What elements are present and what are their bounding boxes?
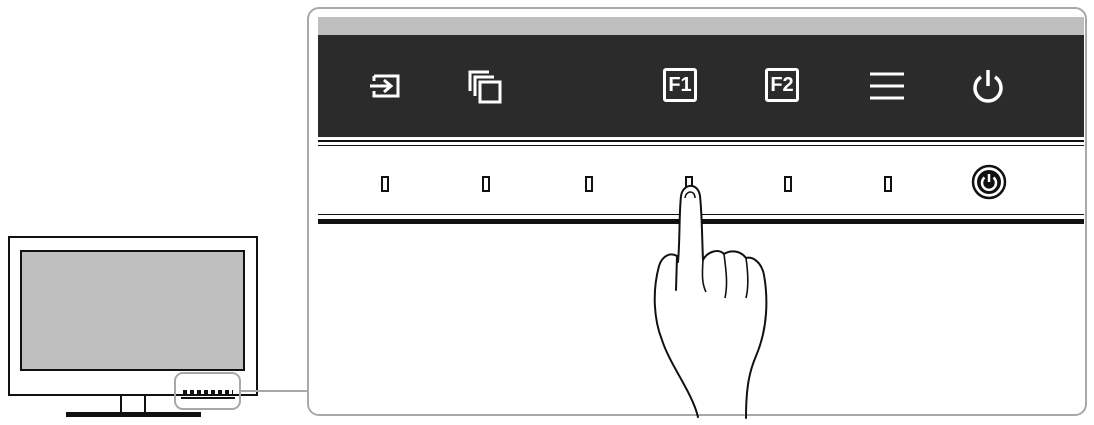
- touch-button-indicator[interactable]: [482, 176, 490, 192]
- bezel-top-strip: [318, 17, 1084, 35]
- mini-button-row: [183, 390, 233, 394]
- touch-button-indicator[interactable]: [784, 176, 792, 192]
- monitor-stand-neck: [120, 396, 146, 412]
- power-button[interactable]: [971, 164, 1007, 200]
- mini-bezel-line: [181, 397, 235, 399]
- bezel-line: [318, 140, 1084, 142]
- monitor-screen: [20, 250, 245, 371]
- monitor-stand-base: [66, 412, 201, 417]
- color-mode-icon[interactable]: [464, 66, 504, 106]
- callout-connector: [241, 390, 307, 392]
- f2-key[interactable]: F2: [765, 68, 799, 102]
- bezel-line: [318, 145, 1084, 146]
- touch-button-indicator[interactable]: [381, 176, 389, 192]
- menu-icon[interactable]: [867, 66, 907, 106]
- f1-key[interactable]: F1: [663, 68, 697, 102]
- pointing-hand-illustration: [640, 180, 780, 420]
- input-switch-icon[interactable]: [366, 66, 406, 106]
- touch-button-indicator[interactable]: [884, 176, 892, 192]
- touch-button-indicator[interactable]: [585, 176, 593, 192]
- power-icon[interactable]: [968, 66, 1008, 106]
